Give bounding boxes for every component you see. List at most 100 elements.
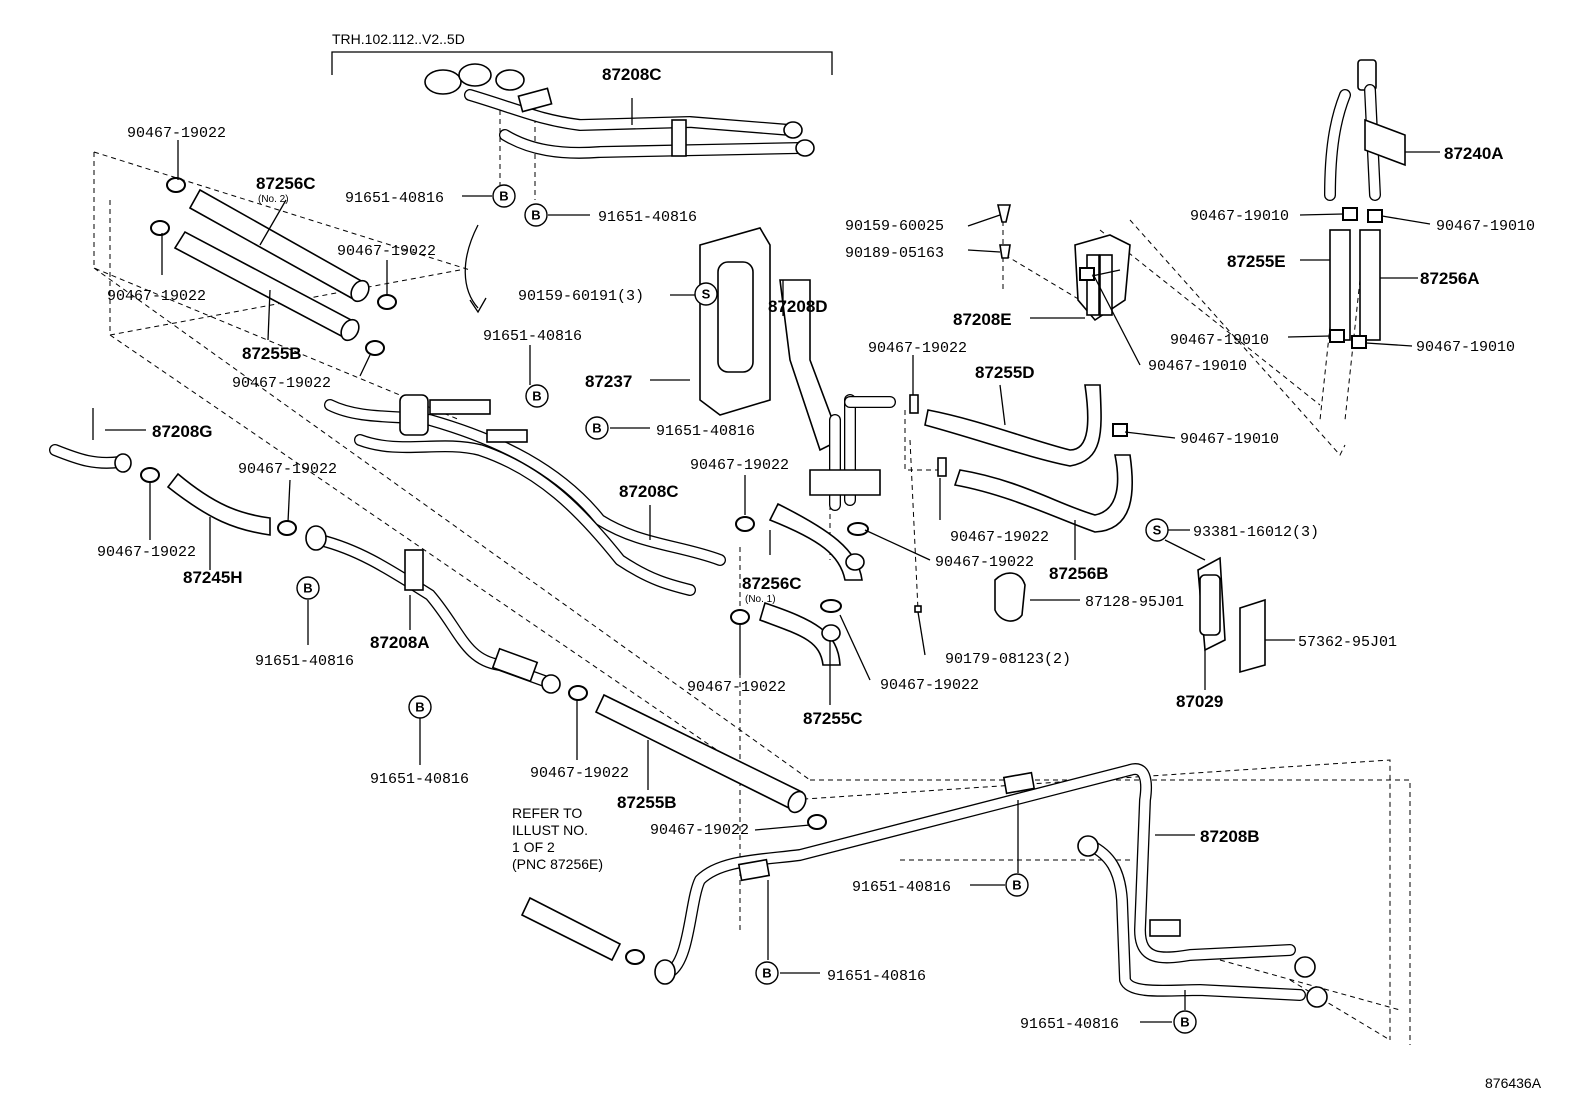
label-87256C-mid-sub: (No. 1) [745, 594, 776, 605]
hose-87256C-no1 [768, 502, 865, 581]
bolt-callout-9: B [1173, 1010, 1197, 1034]
label-87208A: 87208A [370, 633, 430, 652]
label-87256A: 87256A [1420, 269, 1480, 288]
component-labels: 87208C 87256C (No. 2) 87255B 87208G 8724… [152, 65, 1504, 846]
label-87029: 87029 [1176, 692, 1223, 711]
label-screw-5: 93381-16012(3) [1193, 524, 1319, 541]
label-bolt-8: 91651-40816 [827, 968, 926, 985]
label-clamp-19010-4: 90467-19010 [1416, 339, 1515, 356]
label-57362: 57362-95J01 [1298, 634, 1397, 651]
callouts: B B S B B B B S B B B [296, 184, 1197, 1034]
label-87256C-mid: 87256C [742, 574, 802, 593]
svg-text:B: B [531, 208, 540, 223]
label-clamp-10: 90467-19022 [950, 529, 1049, 546]
label-87237: 87237 [585, 372, 632, 391]
leader-lines [105, 98, 1440, 1023]
label-screw-2: 90189-05163 [845, 245, 944, 262]
label-87208G: 87208G [152, 422, 213, 441]
label-clamp-4: 90467-19022 [232, 375, 331, 392]
plate-87237 [699, 227, 771, 416]
label-bolt-9: 91651-40816 [1020, 1016, 1119, 1033]
screws [909, 204, 1012, 613]
pipe-87208C-mid [324, 394, 726, 596]
svg-text:B: B [1180, 1015, 1189, 1030]
label-bolt-1: 91651-40816 [345, 190, 444, 207]
label-87256C-top-sub: (No. 2) [258, 194, 289, 205]
label-87255E: 87255E [1227, 252, 1286, 271]
hose-87256B [953, 454, 1134, 533]
clamps-right [1079, 207, 1383, 437]
label-87208B: 87208B [1200, 827, 1260, 846]
label-bolt-7: 91651-40816 [852, 879, 951, 896]
label-87255B-bottom: 87255B [617, 793, 677, 812]
label-bolt-2: 91651-40816 [598, 209, 697, 226]
panel-87029 [1197, 556, 1226, 652]
hose-87255E [1329, 229, 1351, 341]
label-clamp-5: 90467-19022 [238, 461, 337, 478]
svg-text:B: B [762, 966, 771, 981]
arrow-head [469, 297, 487, 314]
hose-87256C-no2 [188, 188, 370, 303]
pipe-87208B [654, 763, 1328, 1008]
svg-text:S: S [702, 287, 711, 302]
hose-87256E-reference [520, 896, 622, 962]
label-bolt-5: 91651-40816 [255, 653, 354, 670]
svg-text:B: B [592, 421, 601, 436]
hose-87255C [759, 601, 841, 666]
label-clamp-8: 90467-19022 [868, 340, 967, 357]
grommet-87128 [994, 572, 1026, 622]
reference-note: REFER TO ILLUST NO. 1 OF 2 (PNC 87256E) [512, 805, 603, 872]
label-clamp-1: 90467-19022 [127, 125, 226, 142]
label-screw-4: 90179-08123(2) [945, 651, 1071, 668]
label-87208E: 87208E [953, 310, 1012, 329]
label-bolt-6: 91651-40816 [370, 771, 469, 788]
label-clamp-19010-6: 90467-19010 [1180, 431, 1279, 448]
pipe-87208G [49, 408, 132, 473]
hose-87255B-top [173, 230, 360, 342]
label-clamp-2: 90467-19022 [107, 288, 206, 305]
pipe-87208D [779, 279, 896, 511]
part-number-labels: 90467-19022 90467-19022 90467-19022 9046… [97, 125, 1535, 1033]
label-clamp-7: 90467-19022 [690, 457, 789, 474]
svg-text:S: S [1153, 523, 1162, 538]
label-87240A: 87240A [1444, 144, 1504, 163]
svg-text:B: B [499, 189, 508, 204]
label-screw-1: 90159-60025 [845, 218, 944, 235]
label-87208C-top: 87208C [602, 65, 662, 84]
pipe-87240A [1324, 59, 1406, 201]
pipe-87208C-top [424, 63, 815, 159]
svg-text:B: B [303, 581, 312, 596]
label-87255B-top: 87255B [242, 344, 302, 363]
label-clamp-6: 90467-19022 [97, 544, 196, 561]
label-clamp-19010-1: 90467-19010 [1190, 208, 1289, 225]
hose-87255B-bottom [594, 693, 807, 814]
label-87255D: 87255D [975, 363, 1035, 382]
label-bolt-3: 91651-40816 [483, 328, 582, 345]
label-clamp-19010-3: 90467-19010 [1170, 332, 1269, 349]
bolt-callout-8: B [755, 961, 779, 985]
hose-87256A [1359, 229, 1381, 341]
note-line-2: ILLUST NO. [512, 822, 588, 838]
hose-87255D [924, 384, 1102, 467]
bolt-callout-7: B [1005, 873, 1029, 897]
arrow-curve [464, 224, 479, 309]
bolt-callout-3: B [525, 384, 549, 408]
label-87208C-mid: 87208C [619, 482, 679, 501]
label-87255C: 87255C [803, 709, 863, 728]
seal-57362 [1239, 598, 1266, 674]
model-range-text: TRH.102.112..V2..5D [332, 31, 465, 47]
svg-text:B: B [415, 700, 424, 715]
label-clamp-12: 90467-19022 [880, 677, 979, 694]
label-clamp-11: 90467-19022 [687, 679, 786, 696]
label-clamp-19010-2: 90467-19010 [1436, 218, 1535, 235]
svg-text:B: B [1012, 878, 1021, 893]
bolt-callout-5: B [296, 576, 320, 600]
note-line-1: REFER TO [512, 805, 582, 821]
illustration-id: 876436A [1485, 1075, 1542, 1091]
hose-87245H [166, 472, 271, 536]
label-87256B: 87256B [1049, 564, 1109, 583]
note-line-4: (PNC 87256E) [512, 856, 603, 872]
label-clamp-3: 90467-19022 [337, 243, 436, 260]
screw-callout-1: S [694, 282, 718, 306]
note-line-3: 1 OF 2 [512, 839, 555, 855]
